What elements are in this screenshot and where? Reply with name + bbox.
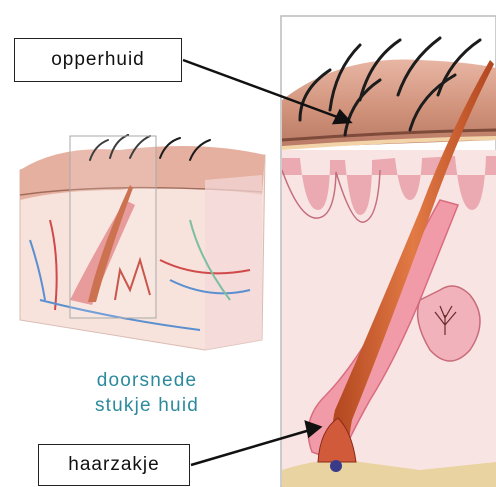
caption-line-2: stukje huid bbox=[62, 393, 232, 418]
caption: doorsnede stukje huid bbox=[62, 368, 232, 418]
label-opperhuid-text: opperhuid bbox=[51, 49, 145, 71]
label-haarzakje-text: haarzakje bbox=[68, 454, 159, 476]
skin-block-thumbnail bbox=[20, 135, 265, 350]
highlight-frame bbox=[70, 136, 156, 318]
label-haarzakje: haarzakje bbox=[38, 444, 190, 486]
label-opperhuid: opperhuid bbox=[14, 38, 182, 82]
caption-line-1: doorsnede bbox=[62, 368, 232, 393]
zoomed-panel bbox=[281, 16, 496, 487]
